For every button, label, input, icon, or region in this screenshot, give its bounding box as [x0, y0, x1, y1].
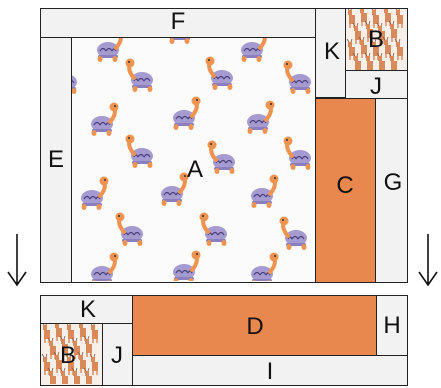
label-j-top: J	[370, 75, 382, 99]
down-arrow-icon	[4, 232, 30, 288]
label-c: C	[336, 174, 353, 198]
label-b-bottom: B	[60, 344, 76, 368]
label-i: I	[267, 360, 274, 384]
label-k-bottom: K	[80, 298, 96, 322]
label-j-bottom: J	[111, 344, 123, 368]
label-a: A	[187, 158, 203, 182]
label-b-top: B	[368, 28, 384, 52]
label-d: D	[246, 315, 263, 339]
label-g: G	[384, 171, 403, 195]
label-e: E	[48, 148, 64, 172]
label-h: H	[383, 314, 400, 338]
label-k-top: K	[324, 40, 340, 64]
label-f: F	[171, 10, 186, 34]
down-arrow-icon	[415, 232, 441, 288]
